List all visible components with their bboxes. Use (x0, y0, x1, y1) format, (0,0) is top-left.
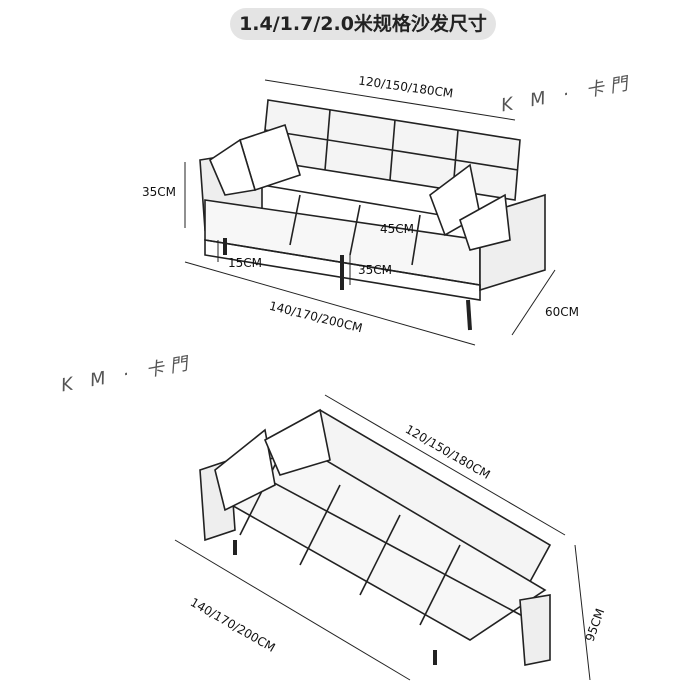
dim-arm-height: 35CM (142, 185, 177, 199)
dim-depth: 60CM (545, 305, 580, 319)
sofa-upright-illustration (184, 79, 556, 346)
sofa-bed-illustration (174, 394, 591, 681)
page-title: 1.4/1.7/2.0米规格沙发尺寸 (230, 8, 496, 40)
dim-seat-height: 35CM (358, 263, 393, 277)
dim-seat-depth: 45CM (380, 222, 415, 236)
dim-leg-height: 15CM (228, 256, 263, 270)
